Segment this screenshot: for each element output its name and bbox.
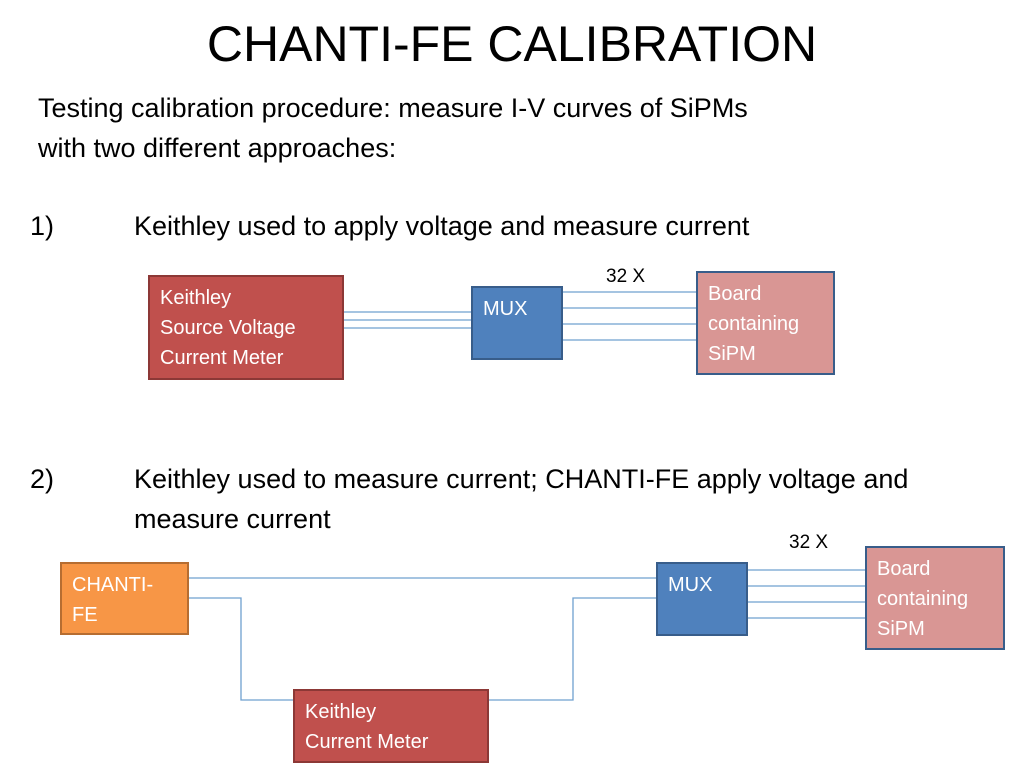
board-sipm-box-1: Board containing SiPM (696, 271, 835, 375)
intro-text: Testing calibration procedure: measure I… (38, 93, 748, 163)
mux-box-1: MUX (471, 286, 563, 360)
approach-1-text: Keithley used to apply voltage and measu… (134, 211, 750, 241)
wire-keithley-mux (488, 597, 657, 701)
chanti-fe-box: CHANTI- FE (60, 562, 189, 635)
multiplicity-label-1: 32 X (606, 266, 646, 287)
approach-1-number: 1) (30, 211, 55, 241)
wire-chanti-keithley (188, 597, 293, 701)
approach-2-number: 2) (30, 464, 55, 494)
multiplicity-label-2: 32 X (789, 532, 829, 553)
slide-title: CHANTI-FE CALIBRATION (206, 16, 818, 72)
mux-box-2: MUX (656, 562, 748, 636)
approach-2-text: Keithley used to measure current; CHANTI… (134, 464, 909, 534)
keithley-source-box: Keithley Source Voltage Current Meter (148, 275, 344, 380)
board-sipm-box-2: Board containing SiPM (865, 546, 1005, 650)
keithley-current-box: Keithley Current Meter (293, 689, 489, 763)
